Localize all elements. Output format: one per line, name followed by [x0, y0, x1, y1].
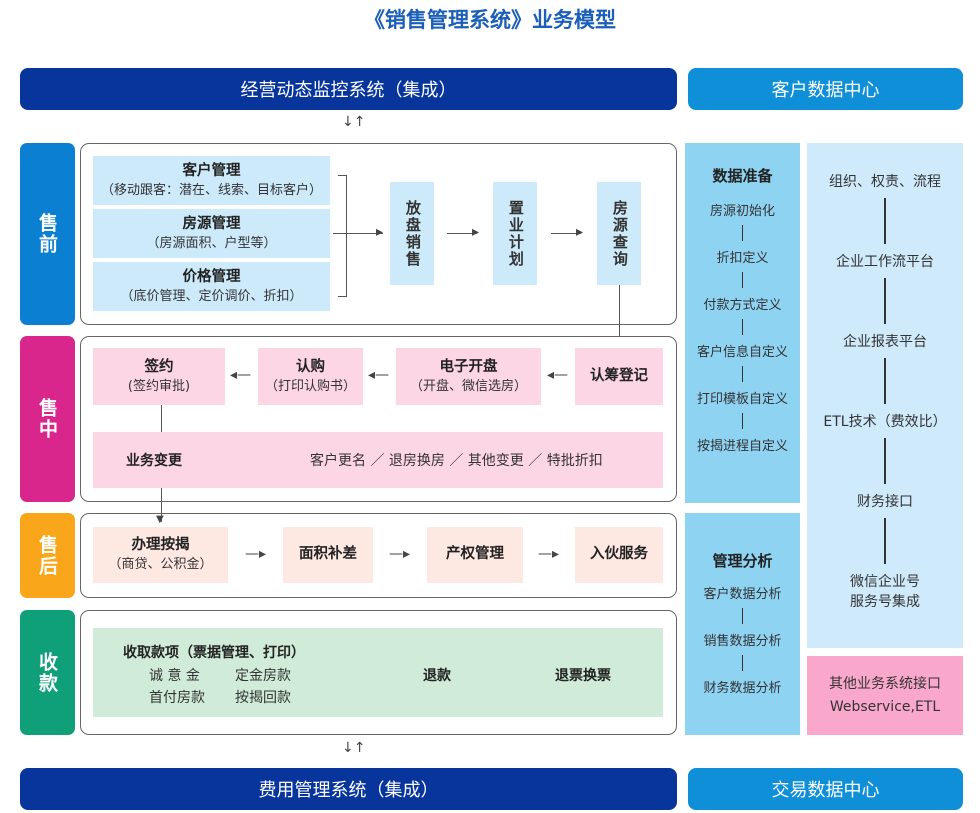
platform-item: 企业工作流平台 — [836, 254, 934, 270]
sync-arrows-icon: ↓↑ — [342, 114, 366, 130]
box-sub: （开盘、微信选房） — [409, 378, 527, 394]
bracket — [338, 175, 347, 297]
customer-data-center: 客户数据中心 — [688, 68, 963, 110]
sync-arrows-icon: ↓↑ — [342, 740, 366, 756]
contract-signing: 签约 (签约审批) — [93, 348, 225, 405]
analysis-item: 客户数据分析 — [703, 587, 782, 602]
box-title: 入伙服务 — [590, 546, 648, 563]
bottom-system-bar: 费用管理系统（集成） — [20, 768, 677, 810]
payment-item: 诚 意 金 — [149, 668, 200, 684]
box-sub: （商贷、公积金） — [108, 557, 213, 573]
platform-item: 企业报表平台 — [843, 334, 927, 350]
change-title: 业务变更 — [126, 453, 182, 469]
platform-item: 服务号集成 — [850, 594, 920, 610]
property-rights: 产权管理 — [427, 527, 523, 583]
box-sub: （房源面积、户型等） — [146, 235, 277, 251]
other-interfaces: 其他业务系统接口 Webservice,ETL — [807, 656, 963, 735]
purchase-plan: 置业计划 — [493, 182, 537, 285]
subscription: 认购 （打印认购书） — [258, 348, 363, 405]
top-system-bar: 经营动态监控系统（集成） — [20, 68, 677, 110]
box-title: 面积补差 — [299, 546, 357, 563]
connector — [551, 233, 581, 234]
housing-query: 房源查询 — [597, 182, 641, 285]
box-sub: （打印认购书） — [264, 378, 356, 394]
arrow-right-icon: ▸ — [472, 224, 480, 240]
release-sale: 放盘销售 — [390, 182, 434, 285]
payment-title: 收取款项（票据管理、打印） — [123, 645, 305, 661]
box-title: 产权管理 — [446, 546, 504, 563]
arrow-right-icon: ▸ — [376, 224, 384, 240]
other-line: 其他业务系统接口 — [829, 676, 941, 693]
box-title: 办理按揭 — [131, 537, 190, 554]
platform-item: 微信企业号 — [850, 574, 920, 590]
arrow-down-icon: ▼ — [156, 514, 164, 525]
reissue-ticket: 退票换票 — [555, 668, 611, 684]
payment-item: 定金房款 — [235, 668, 291, 684]
analysis-title: 管理分析 — [712, 552, 773, 570]
payment-box: 收取款项（票据管理、打印） 诚 意 金 定金房款 首付房款 按揭回款 退款 退票… — [93, 628, 663, 717]
platform-item: ETL技术（费效比） — [823, 414, 947, 430]
payment-item: 按揭回款 — [235, 690, 291, 706]
platform-item: 财务接口 — [857, 494, 913, 510]
refund: 退款 — [423, 668, 451, 684]
connector — [447, 233, 477, 234]
arrow-right-icon: ▸ — [576, 224, 584, 240]
data-prep-item: 客户信息自定义 — [696, 345, 788, 360]
data-prep-item: 按揭进程自定义 — [696, 439, 788, 454]
aftersale-label: 售后 — [20, 513, 75, 598]
connector — [619, 285, 620, 348]
box-title: 认筹登记 — [590, 367, 648, 384]
platform-panel: 组织、权责、流程 企业工作流平台 企业报表平台 ETL技术（费效比） 财务接口 … — [807, 143, 963, 648]
presale-label: 售前 — [20, 143, 75, 325]
move-in-service: 入伙服务 — [575, 527, 663, 583]
analysis-item: 销售数据分析 — [703, 634, 782, 649]
arrow-left-icon: ◂— — [230, 367, 252, 383]
connector — [333, 233, 383, 234]
housing-management: 房源管理 （房源面积、户型等） — [93, 209, 330, 258]
arrow-left-icon: ◂— — [547, 367, 569, 383]
insale-label: 售中 — [20, 336, 75, 502]
arrow-right-icon: —▸ — [538, 546, 560, 562]
business-change: 业务变更 客户更名 ／ 退房换房 ／ 其他变更 ／ 特批折扣 — [93, 432, 663, 488]
box-title: 房源管理 — [182, 215, 241, 232]
box-title: 客户管理 — [182, 162, 241, 179]
box-sub: （移动跟客：潜在、线索、目标客户） — [100, 182, 322, 198]
data-prep-item: 折扣定义 — [716, 251, 769, 266]
arrow-left-icon: ◂— — [368, 367, 390, 383]
data-prep-title: 数据准备 — [712, 167, 773, 185]
payment-label: 收款 — [20, 610, 75, 735]
connector — [161, 488, 162, 522]
payment-item: 首付房款 — [149, 690, 205, 706]
other-line: Webservice,ETL — [829, 698, 941, 715]
data-prep-item: 付款方式定义 — [703, 298, 782, 313]
deposit-registration: 认筹登记 — [575, 348, 663, 405]
box-title: 价格管理 — [182, 268, 241, 285]
transaction-data-center: 交易数据中心 — [688, 768, 963, 810]
arrow-right-icon: —▸ — [245, 546, 267, 562]
box-title: 签约 — [144, 358, 174, 375]
area-adjustment: 面积补差 — [283, 527, 373, 583]
box-title: 认购 — [296, 358, 325, 375]
data-preparation: 数据准备 房源初始化 折扣定义 付款方式定义 客户信息自定义 打印模板自定义 按… — [685, 143, 800, 503]
data-prep-item: 打印模板自定义 — [696, 392, 788, 407]
price-management: 价格管理 （底价管理、定价调价、折扣） — [93, 262, 330, 311]
connector — [161, 405, 162, 432]
customer-management: 客户管理 （移动跟客：潜在、线索、目标客户） — [93, 156, 330, 205]
data-prep-item: 房源初始化 — [709, 204, 775, 219]
management-analysis: 管理分析 客户数据分析 销售数据分析 财务数据分析 — [685, 513, 800, 735]
e-opening: 电子开盘 （开盘、微信选房） — [396, 348, 541, 405]
page-title: 《销售管理系统》业务模型 — [364, 8, 616, 32]
box-sub: （底价管理、定价调价、折扣） — [120, 288, 303, 304]
mortgage-handling: 办理按揭 （商贷、公积金） — [93, 527, 228, 583]
change-items: 客户更名 ／ 退房换房 ／ 其他变更 ／ 特批折扣 — [310, 453, 603, 469]
platform-item: 组织、权责、流程 — [829, 174, 941, 190]
arrow-right-icon: —▸ — [389, 546, 411, 562]
box-title: 电子开盘 — [439, 358, 498, 375]
box-sub: (签约审批) — [127, 378, 191, 394]
analysis-item: 财务数据分析 — [703, 681, 782, 696]
